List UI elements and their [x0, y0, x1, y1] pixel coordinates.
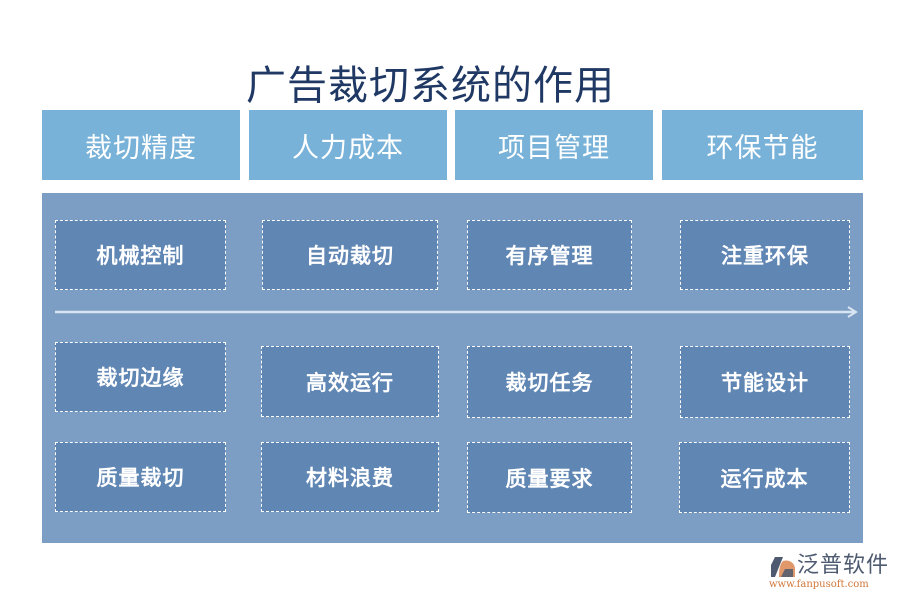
arrow-right-icon — [55, 306, 858, 318]
item-material-waste: 材料浪费 — [261, 442, 439, 512]
item-auto-cutting: 自动裁切 — [262, 220, 438, 290]
fanpu-logo: 泛普软件 www.fanpusoft.com — [767, 553, 897, 595]
diagram-title: 广告裁切系统的作用 — [246, 63, 615, 109]
column-header-project-management: 项目管理 — [455, 110, 653, 180]
fanpu-logo-icon — [771, 557, 795, 577]
item-mechanical-control: 机械控制 — [55, 220, 226, 290]
item-cutting-task: 裁切任务 — [467, 346, 632, 418]
column-header-precision: 裁切精度 — [42, 110, 240, 180]
item-operating-cost: 运行成本 — [679, 442, 850, 513]
logo-brand-name: 泛普软件 — [797, 553, 890, 578]
item-orderly-management: 有序管理 — [467, 220, 632, 290]
item-eco-focus: 注重环保 — [680, 220, 850, 290]
item-efficient-operation: 高效运行 — [261, 346, 439, 417]
logo-url: www.fanpusoft.com — [769, 579, 869, 590]
column-header-labor-cost: 人力成本 — [249, 110, 447, 180]
column-header-eco-energy: 环保节能 — [662, 110, 863, 180]
item-quality-cutting: 质量裁切 — [55, 442, 226, 512]
item-quality-requirement: 质量要求 — [467, 442, 632, 513]
item-energy-saving-design: 节能设计 — [680, 346, 850, 418]
item-cutting-edge: 裁切边缘 — [55, 342, 226, 412]
